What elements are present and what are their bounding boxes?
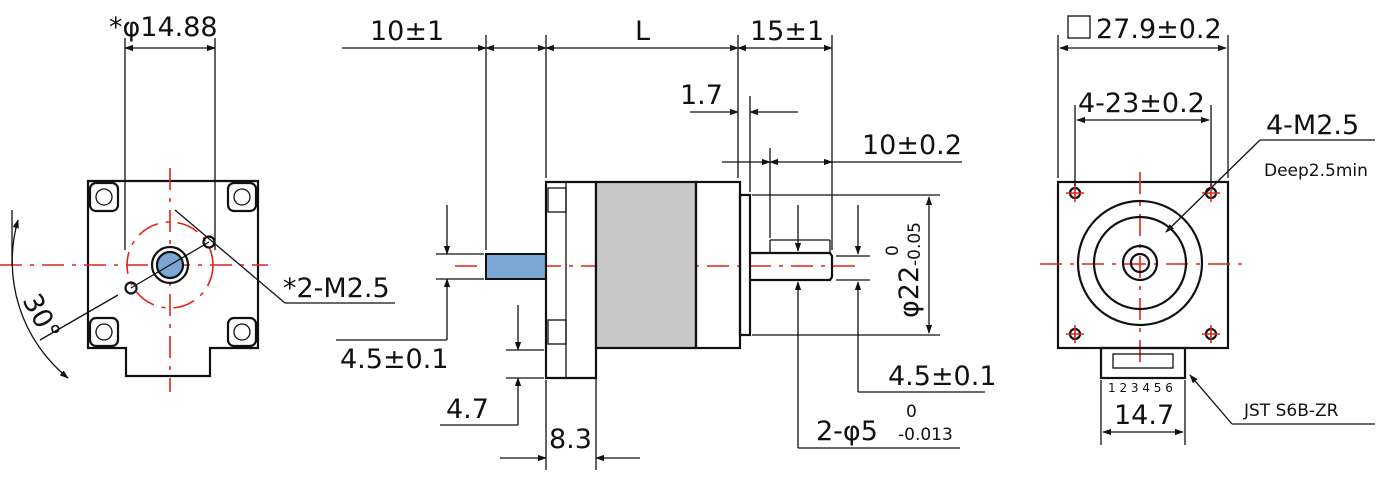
- front-flange: [738, 193, 752, 337]
- flange-tol-upper: 0: [883, 245, 903, 256]
- rear-holes-label: 4-M2.5: [1266, 110, 1359, 141]
- rear-boss-inner: [1092, 215, 1188, 311]
- shaft-diameter-label: 2-φ5: [816, 416, 878, 447]
- front-view: *φ14.88 *2-M2.5 30°: [0, 12, 395, 392]
- flange-diameter-label: φ22: [894, 266, 925, 318]
- hub-diameter-label: *φ14.88: [109, 12, 218, 43]
- rear-view: 1 2 3 4 5 6 27.9±0.2 4-23±0.2 4-M2.5 Dee…: [1040, 14, 1375, 445]
- hub-screw-label: *2-M2.5: [283, 273, 390, 304]
- flat-length-label: 10±0.2: [862, 130, 962, 161]
- rear-cap-length-label: 8.3: [549, 424, 592, 455]
- rear-holes-depth-label: Deep2.5min: [1264, 161, 1368, 181]
- connector-width-label: 14.7: [1114, 400, 1174, 431]
- rear-shaft: [485, 253, 547, 280]
- hub-bolt-circle: [126, 221, 214, 309]
- rear-boss-outer: [1076, 199, 1204, 327]
- body-length-label: L: [635, 16, 650, 47]
- angle-label: 30°: [16, 289, 66, 346]
- square-symbol: [1067, 15, 1091, 39]
- front-shaft-dia-label: 4.5±0.1: [888, 361, 997, 392]
- output-shaft-length-label: 15±1: [750, 16, 824, 47]
- side-view: 10±1 L 15±1 1.7 10±0.2 4.5±0.1 4.7: [336, 16, 997, 470]
- hub-screw-hole: [124, 281, 138, 295]
- shaft-tol-lower: -0.013: [898, 425, 953, 445]
- rear-shaft-length-label: 10±1: [370, 16, 444, 47]
- rear-shaft-dia-label: 4.5±0.1: [340, 344, 449, 375]
- hole-spacing-label: 4-23±0.2: [1078, 88, 1205, 119]
- shaft-tol-upper: 0: [906, 402, 917, 422]
- rear-cap-flat-label: 4.7: [446, 394, 489, 425]
- front-plate-outline: [86, 179, 260, 378]
- front-section: [694, 180, 742, 350]
- output-shaft: [750, 251, 834, 282]
- motor-body: [594, 180, 698, 350]
- jst-connector: 1 2 3 4 5 6: [1099, 346, 1187, 395]
- square-size-label: 27.9±0.2: [1096, 14, 1222, 45]
- flange-gap-label: 1.7: [680, 80, 723, 111]
- connector-pins: 1 2 3 4 5 6: [1108, 381, 1173, 395]
- connector-label: JST S6B-ZR: [1243, 401, 1339, 421]
- flange-tol-lower: -0.05: [905, 222, 925, 266]
- front-corner-screws: [88, 181, 258, 348]
- rear-bearing: [1121, 244, 1159, 282]
